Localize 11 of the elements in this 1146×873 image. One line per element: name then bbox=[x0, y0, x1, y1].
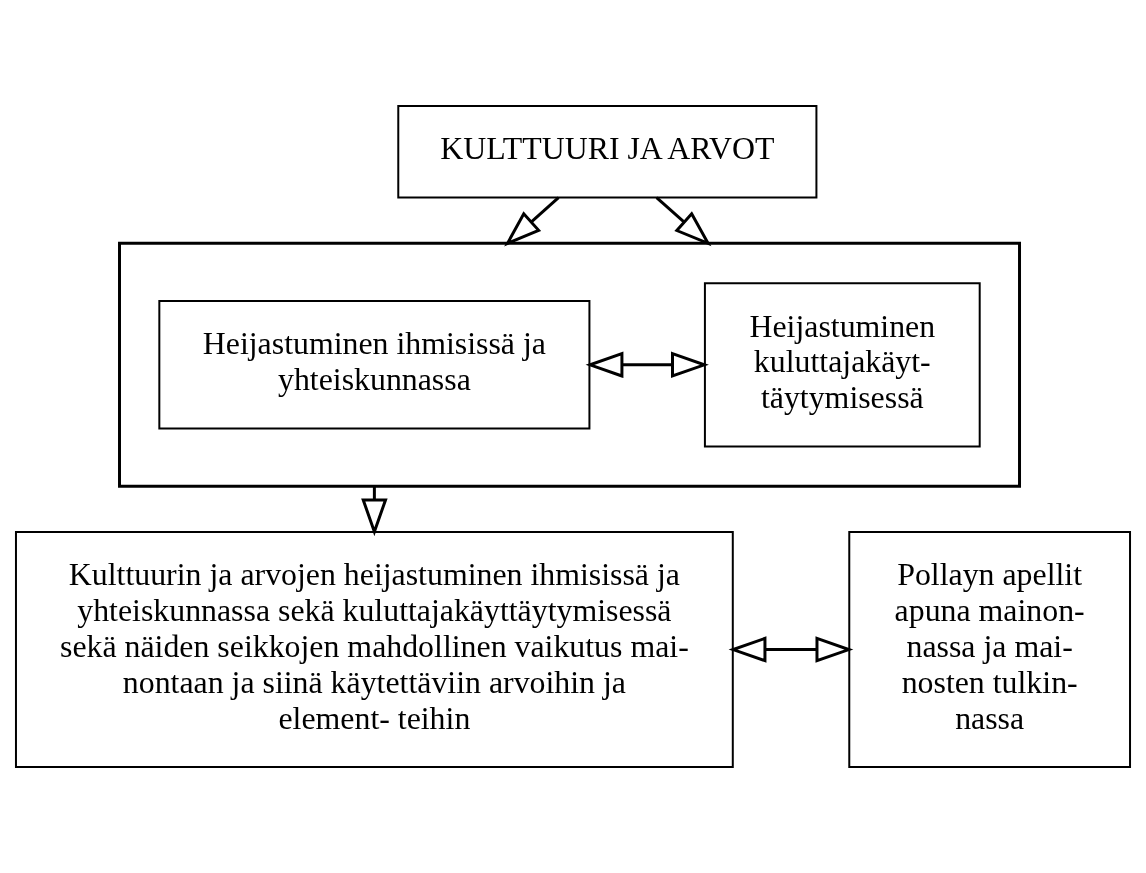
node-box: Heijastuminen kuluttajakäyt- täytymisessä bbox=[703, 282, 981, 448]
node-box: Pollayn apellit apuna mainon- nassa ja mai- nosten tulkin- nassa bbox=[848, 531, 1132, 769]
node-box: KULTTUURI JA ARVOT bbox=[397, 104, 818, 199]
arrow bbox=[504, 196, 560, 247]
arrow bbox=[361, 486, 388, 537]
node-box: Heijastuminen ihmisissä ja yhteiskunnassa bbox=[158, 300, 591, 430]
arrow bbox=[655, 196, 712, 247]
node-box: Kulttuurin ja arvojen heijastuminen ihmisissä ja yhteiskunnassa sekä kuluttajakäyttäytymisessä sekä näiden seikkojen mahdollinen vaikutus mai- nontaan ja siinä käytettäviin arvoihin ja element- teihin bbox=[14, 531, 734, 769]
cluster bbox=[118, 241, 1021, 488]
arrow bbox=[728, 636, 854, 663]
arrow bbox=[585, 351, 709, 379]
